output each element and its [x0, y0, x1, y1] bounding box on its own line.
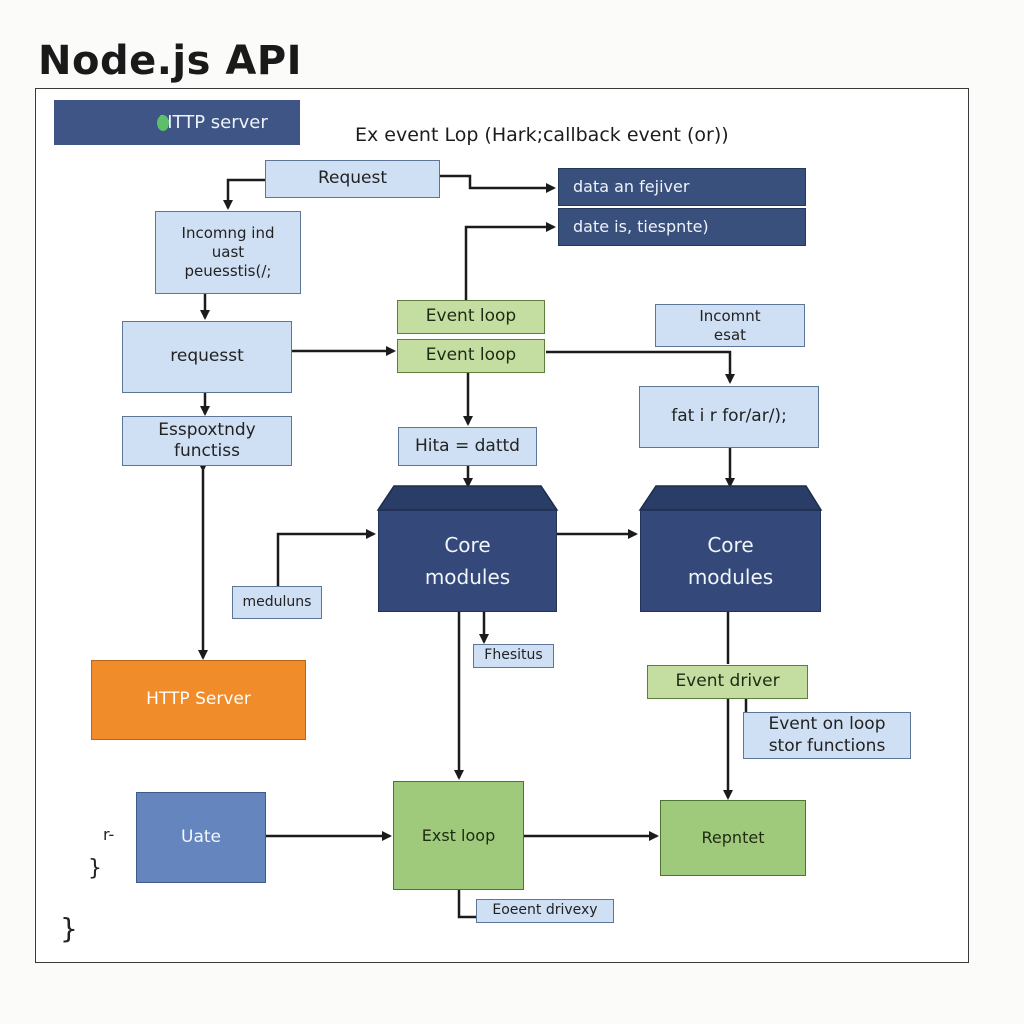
brace-mark-a: r- — [103, 825, 115, 844]
event-on-loop-node[interactable]: Event on loop stor functions — [743, 712, 911, 759]
exst-loop-node[interactable]: Exst loop — [393, 781, 524, 890]
data-bottom-node[interactable]: date is, tiespnte) — [558, 208, 806, 246]
uate-node[interactable]: Uate — [136, 792, 266, 883]
status-dot-icon — [157, 115, 169, 131]
data-top-node[interactable]: data an fejiver — [558, 168, 806, 206]
http-server-header-label: HTTP server — [159, 112, 268, 133]
event-loop-node-2[interactable]: Event loop — [397, 339, 545, 373]
event-loop-node-1[interactable]: Event loop — [397, 300, 545, 334]
incoming-requests-node[interactable]: Incomng ind uast peuesstis(/; — [155, 211, 301, 294]
fat-node[interactable]: fat i r for/ar/); — [639, 386, 819, 448]
hita-node[interactable]: Hita = dattd — [398, 427, 537, 466]
request2-node[interactable]: requesst — [122, 321, 292, 393]
incomnt-node[interactable]: Incomnt esat — [655, 304, 805, 347]
modules-label-node[interactable]: meduluns — [232, 586, 322, 619]
repntet-node[interactable]: Repntet — [660, 800, 806, 876]
page-title: Node.js API — [38, 38, 303, 84]
esspo-functions-node[interactable]: Esspoxtndy functiss — [122, 416, 292, 466]
fhesitus-node[interactable]: Fhesitus — [473, 644, 554, 668]
core-modules-right[interactable]: Core modules — [640, 510, 821, 612]
http-server-node[interactable]: HTTP Server — [91, 660, 306, 740]
core-modules-left[interactable]: Core modules — [378, 510, 557, 612]
brace-mark-b: } — [88, 856, 102, 881]
diagram-caption: Ex event Lop (Hark;callback event (or)) — [355, 124, 729, 146]
request-node[interactable]: Request — [265, 160, 440, 198]
brace-mark-c: } — [60, 912, 78, 945]
http-server-header[interactable]: HTTP server — [54, 100, 300, 145]
event-driver-node[interactable]: Event driver — [647, 665, 808, 699]
eoeent-driver-node[interactable]: Eoeent drivexy — [476, 899, 614, 923]
